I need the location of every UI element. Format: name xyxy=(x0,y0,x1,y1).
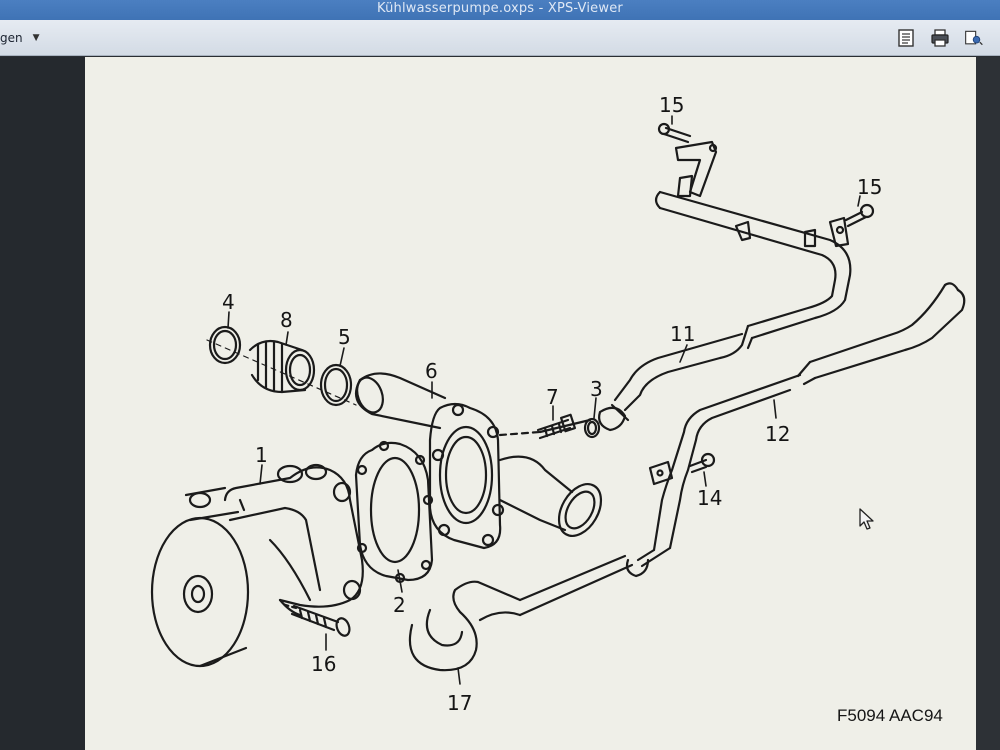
callout-1: 1 xyxy=(255,443,268,467)
callout-5: 5 xyxy=(338,325,351,349)
water-pump-body xyxy=(223,466,364,608)
callout-12: 12 xyxy=(765,422,791,446)
document-page: 15 15 4 8 5 6 11 7 3 1 12 14 2 16 17 F50… xyxy=(85,57,976,750)
callout-7: 7 xyxy=(546,385,559,409)
callout-16: 16 xyxy=(311,652,337,676)
pipe-bracket-upper xyxy=(674,140,718,198)
callout-4: 4 xyxy=(222,290,235,314)
callout-3: 3 xyxy=(590,377,603,401)
callout-11: 11 xyxy=(670,322,696,346)
callout-2: 2 xyxy=(393,593,406,617)
left-margin xyxy=(0,57,85,750)
callout-8: 8 xyxy=(280,308,293,332)
lower-coolant-pipe xyxy=(813,288,966,380)
print-icon[interactable] xyxy=(930,28,950,48)
seal-ring-4 xyxy=(208,325,242,365)
mouse-cursor-icon xyxy=(859,508,874,530)
menu-dropdown[interactable]: gen ▼ xyxy=(0,29,40,47)
chevron-down-icon: ▼ xyxy=(32,33,40,43)
ring-3 xyxy=(583,417,601,439)
callout-15-upper: 15 xyxy=(659,93,685,117)
page-view-icon[interactable] xyxy=(896,28,916,48)
thermostat-insert xyxy=(248,339,304,352)
bolt-15-right xyxy=(844,210,864,222)
menu-dropdown-label: gen xyxy=(0,31,23,45)
pump-pulley xyxy=(150,516,250,668)
bypass-hose xyxy=(408,580,522,672)
callout-15-right: 15 xyxy=(857,175,883,199)
callout-17: 17 xyxy=(447,691,473,715)
upper-coolant-pipe xyxy=(658,190,852,340)
gasket xyxy=(354,441,434,582)
figure-code: F5094 AAC94 xyxy=(837,706,943,725)
thermostat-flange xyxy=(428,402,502,550)
callout-6: 6 xyxy=(425,359,438,383)
vertical-scrollbar[interactable] xyxy=(976,57,1000,750)
toolbar: gen ▼ xyxy=(0,20,1000,56)
exploded-parts-diagram xyxy=(150,115,966,685)
window-title: Kühlwasserpumpe.oxps - XPS-Viewer xyxy=(0,0,1000,20)
bolt-14 xyxy=(688,458,708,468)
seal-ring-5 xyxy=(319,363,353,407)
callout-14: 14 xyxy=(697,486,723,510)
permissions-icon[interactable] xyxy=(964,28,984,48)
